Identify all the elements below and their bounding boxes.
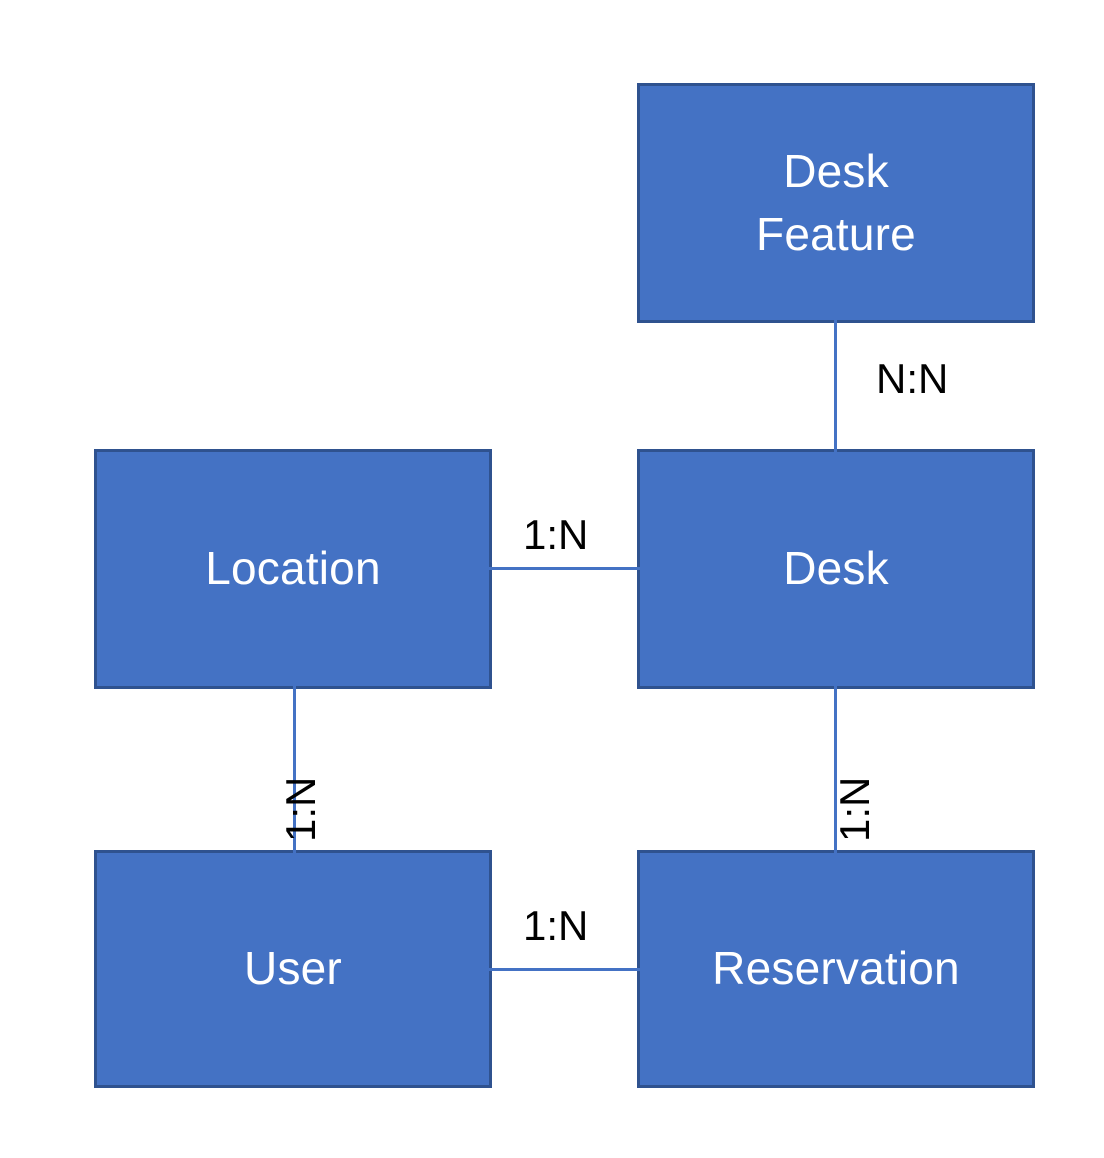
cardinality-label-desk-reservation: 1:N	[831, 776, 878, 842]
entity-location-label: Location	[205, 542, 381, 595]
entity-reservation-label: Reservation	[712, 942, 960, 995]
cardinality-label-location-user: 1:N	[277, 776, 324, 842]
cardinality-label-desk-feature-desk: N:N	[876, 355, 949, 402]
entity-user-label: User	[244, 942, 342, 995]
entity-desk-label: Desk	[783, 542, 889, 595]
connector-user-to-reservation[interactable]	[489, 968, 640, 971]
cardinality-label-user-reservation: 1:N	[523, 902, 589, 949]
entity-desk[interactable]: Desk	[637, 449, 1035, 689]
connector-location-to-desk[interactable]	[489, 567, 640, 570]
connector-desk-to-reservation[interactable]	[834, 686, 837, 853]
entity-user[interactable]: User	[94, 850, 492, 1088]
entity-desk-feature[interactable]: Desk Feature	[637, 83, 1035, 323]
connector-desk-feature-to-desk[interactable]	[834, 320, 837, 452]
entity-desk-feature-label: Desk Feature	[756, 144, 916, 260]
cardinality-label-location-desk: 1:N	[523, 511, 589, 558]
entity-location[interactable]: Location	[94, 449, 492, 689]
connector-location-to-user[interactable]	[293, 686, 296, 853]
entity-reservation[interactable]: Reservation	[637, 850, 1035, 1088]
